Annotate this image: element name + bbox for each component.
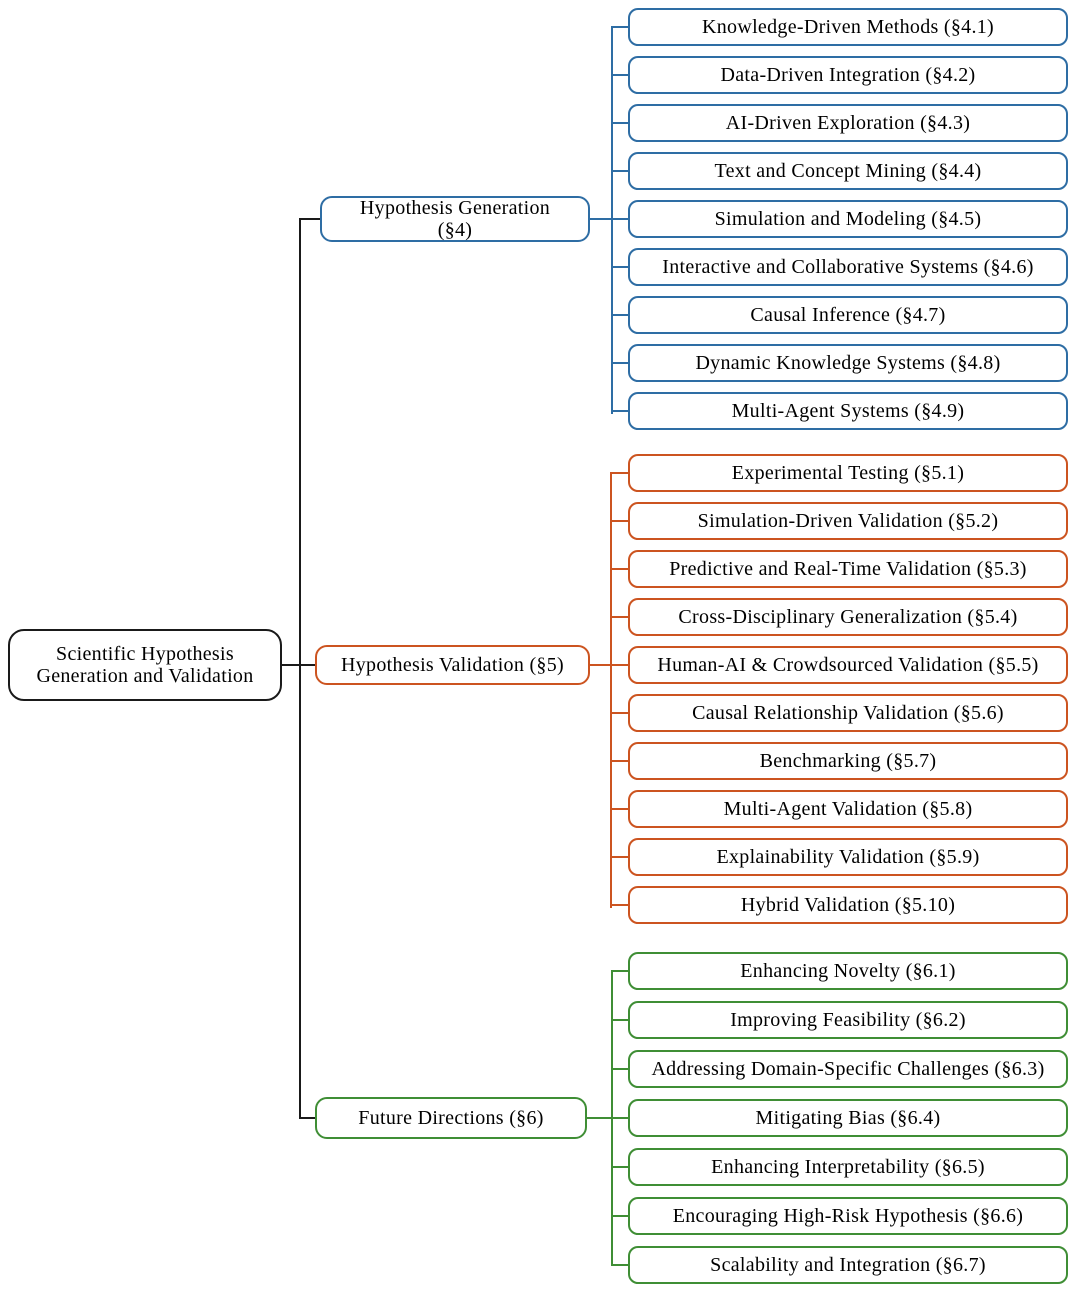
connector-stub [610,472,628,474]
connector-stub [611,970,628,972]
leaf-multi-agent-systems: Multi-Agent Systems (§4.9) [628,392,1068,430]
leaf-human-ai-crowdsourced-validation: Human-AI & Crowdsourced Validation (§5.5… [628,646,1068,684]
connector-stub [611,1264,628,1266]
leaf-improving-feasibility: Improving Feasibility (§6.2) [628,1001,1068,1039]
connector-stub [610,664,628,666]
leaf-simulation-driven-validation: Simulation-Driven Validation (§5.2) [628,502,1068,540]
connector-stub [611,122,628,124]
leaf-knowledge-driven-methods: Knowledge-Driven Methods (§4.1) [628,8,1068,46]
leaf-cross-disciplinary-generalization: Cross-Disciplinary Generalization (§5.4) [628,598,1068,636]
leaf-experimental-testing: Experimental Testing (§5.1) [628,454,1068,492]
connector-stub [610,568,628,570]
connector-stub [611,74,628,76]
leaf-domain-specific-challenges: Addressing Domain-Specific Challenges (§… [628,1050,1068,1088]
connector-validation-to-bracket [588,664,611,666]
leaf-text-and-concept-mining: Text and Concept Mining (§4.4) [628,152,1068,190]
connector-stub [610,520,628,522]
leaf-predictive-real-time-validation: Predictive and Real-Time Validation (§5.… [628,550,1068,588]
connector-trunk-to-future [300,1117,317,1119]
connector-future-to-bracket [587,1117,612,1119]
leaf-hybrid-validation: Hybrid Validation (§5.10) [628,886,1068,924]
connector-stub [611,1215,628,1217]
connector-stub [610,616,628,618]
connector-stub [610,712,628,714]
leaf-enhancing-interpretability: Enhancing Interpretability (§6.5) [628,1148,1068,1186]
connector-stub [611,1117,628,1119]
connector-stub [610,904,628,906]
leaf-multi-agent-validation: Multi-Agent Validation (§5.8) [628,790,1068,828]
leaf-enhancing-novelty: Enhancing Novelty (§6.1) [628,952,1068,990]
leaf-interactive-collaborative-systems: Interactive and Collaborative Systems (§… [628,248,1068,286]
connector-stub [611,362,628,364]
leaf-dynamic-knowledge-systems: Dynamic Knowledge Systems (§4.8) [628,344,1068,382]
connector-stub [611,1166,628,1168]
root-node: Scientific Hypothesis Generation and Val… [8,629,282,701]
branch-future-directions: Future Directions (§6) [315,1097,587,1139]
leaf-encouraging-high-risk-hypothesis: Encouraging High-Risk Hypothesis (§6.6) [628,1197,1068,1235]
leaf-explainability-validation: Explainability Validation (§5.9) [628,838,1068,876]
connector-trunk [299,218,301,1119]
leaf-causal-relationship-validation: Causal Relationship Validation (§5.6) [628,694,1068,732]
connector-trunk-to-generation [300,218,322,220]
branch-hypothesis-validation: Hypothesis Validation (§5) [315,645,590,685]
connector-stub [610,808,628,810]
branch-hypothesis-generation: Hypothesis Generation (§4) [320,196,590,242]
connector-stub [611,218,628,220]
connector-generation-to-bracket [588,218,612,220]
connector-stub [611,1068,628,1070]
connector-stub [610,760,628,762]
connector-stub [611,314,628,316]
leaf-simulation-and-modeling: Simulation and Modeling (§4.5) [628,200,1068,238]
leaf-benchmarking: Benchmarking (§5.7) [628,742,1068,780]
leaf-scalability-and-integration: Scalability and Integration (§6.7) [628,1246,1068,1284]
connector-root-to-trunk [282,664,315,666]
leaf-causal-inference: Causal Inference (§4.7) [628,296,1068,334]
bracket-validation [610,472,612,908]
leaf-ai-driven-exploration: AI-Driven Exploration (§4.3) [628,104,1068,142]
leaf-data-driven-integration: Data-Driven Integration (§4.2) [628,56,1068,94]
connector-stub [611,1019,628,1021]
bracket-generation [611,26,613,414]
connector-stub [611,170,628,172]
leaf-mitigating-bias: Mitigating Bias (§6.4) [628,1099,1068,1137]
connector-stub [610,856,628,858]
connector-stub [611,266,628,268]
connector-stub [611,410,628,412]
connector-stub [611,26,628,28]
